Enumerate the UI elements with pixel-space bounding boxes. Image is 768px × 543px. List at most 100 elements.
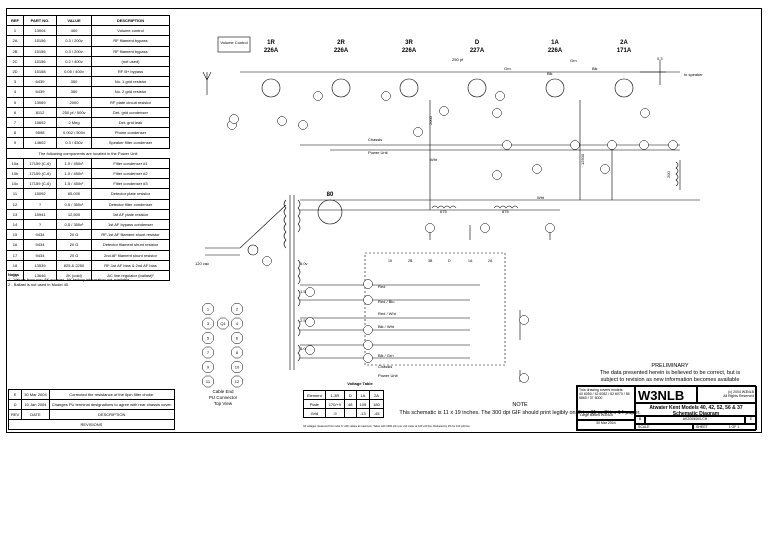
filament-lines [300, 284, 380, 359]
pu-pin-label: 3B [428, 259, 433, 263]
connector-right-pin [231, 317, 243, 330]
choke-675b-label: 675 [502, 209, 509, 214]
vt-cell: 180 [369, 399, 384, 409]
drawing-covers: This drawing covers models: [579, 388, 624, 392]
volume-control-label: Volume Control [220, 40, 247, 45]
r-2000-label: 2000 [428, 115, 433, 125]
connector-left-label: 11 [206, 379, 211, 384]
ref-circle [363, 353, 373, 363]
connector-right-label: 10 [235, 365, 240, 370]
ref-circle [305, 287, 315, 297]
vt-cell: 48 [344, 399, 357, 409]
doc-cell: AK2005000-CH [645, 416, 745, 424]
rectifier-label: 80 [327, 192, 334, 198]
v25-label: 2.5v [300, 318, 308, 323]
voltage-table-footnote: All voltages measured from tube 'F' with… [303, 424, 471, 428]
v50-label: 5.0v [300, 346, 308, 351]
vt-cell: 170/+9 [324, 399, 346, 409]
wire-red-wht: Red / Wht [378, 311, 397, 316]
r-200-label: 200 [666, 171, 671, 178]
tube-1r [261, 78, 281, 98]
ballast-symbol [247, 244, 259, 256]
secondary-coils [297, 199, 301, 362]
wire-red: Red [378, 284, 385, 289]
title-line1: Atwater Kent Models 40, 42, 52, 56 & 37 [649, 405, 743, 411]
wire-blk-grn: Blk / Grn [378, 353, 394, 358]
tube-id-label: 2R [337, 40, 345, 46]
power-unit-label-2: Power Unit [378, 373, 398, 378]
tube-id-label: 1R [267, 40, 275, 46]
tube-3r [399, 78, 419, 98]
parts-cell: RF-1st AF bias & 2nd AF bias [91, 259, 170, 272]
connector-title: Cable End [212, 389, 234, 394]
r-12500-label: 12500 [580, 153, 585, 165]
preliminary-line2: subject to revision as new information b… [601, 377, 740, 383]
connector-left-pin [202, 375, 214, 388]
ref-circle [570, 140, 580, 150]
sheet-label: SHEET [696, 425, 708, 429]
vt-h2: D [344, 390, 357, 400]
connector-right-pin [231, 303, 243, 315]
cap-250-label: 250 pf [452, 57, 464, 62]
connector-left-label: 9 [207, 365, 210, 370]
v5-label: 5.0v [300, 261, 308, 266]
vt-cell: 105 [355, 399, 371, 409]
parts-cell: Speaker filter condenser [91, 137, 170, 149]
note-text: This schematic is 11 x 19 inches. The 30… [399, 409, 641, 416]
ref-circle [495, 91, 505, 101]
tube-id-label: 3R [405, 40, 413, 46]
vt-cell: -45 [369, 408, 384, 418]
connector-left-pin [202, 332, 214, 344]
note-line-1: 1 - Values from non-AK sources. AK facto… [8, 277, 131, 282]
transformer-core [289, 195, 295, 370]
grn-label: Grn [504, 66, 511, 71]
tube-type-label: 226A [334, 48, 349, 54]
primary-coil [283, 199, 287, 249]
rev-footer: REVISIONS [8, 419, 175, 430]
ref-circle [492, 170, 502, 180]
parts-cell: RF plate circuit resistor [91, 96, 170, 108]
blk2-label: Blk [592, 66, 598, 71]
size: B [638, 417, 642, 421]
connector-left-pin [202, 361, 214, 373]
connector-right-label: 4 [236, 321, 239, 326]
tube-type-label: 226A [548, 48, 563, 54]
wht2-label: Wht [537, 195, 545, 200]
vt-cell: Grid [303, 408, 326, 418]
connector-center-label: Q1 [220, 321, 226, 326]
ref-circle [425, 223, 435, 233]
notes: Notes 1 - Values from non-AK sources. AK… [8, 272, 130, 287]
parts-cell: RF-1st AF filament shunt resistor [91, 229, 170, 241]
parts-cell: 1st AF bypass condenser [91, 219, 170, 231]
scale-label: SCALE [638, 425, 650, 429]
tube-2a [614, 78, 634, 98]
ref-circle [381, 91, 391, 101]
rectifier-tube [317, 199, 343, 225]
ref-circles [227, 91, 678, 383]
size-cell: B [635, 416, 645, 424]
models-cell: This drawing covers models: 40 6050 / 42… [577, 386, 635, 412]
prepared-by: Large Based W3NLB [580, 413, 613, 417]
vt-h1: 1-3R [324, 390, 346, 400]
parts-note: The following components are located in … [38, 150, 138, 156]
header-desc: DESCRIPTION [91, 14, 170, 27]
voltage-table-title: Voltage Table [347, 381, 373, 386]
preliminary-line1: The data presented herein is believed to… [600, 370, 741, 376]
connector-left-label: 5 [207, 336, 210, 341]
connector-right-label: 12 [235, 379, 240, 384]
